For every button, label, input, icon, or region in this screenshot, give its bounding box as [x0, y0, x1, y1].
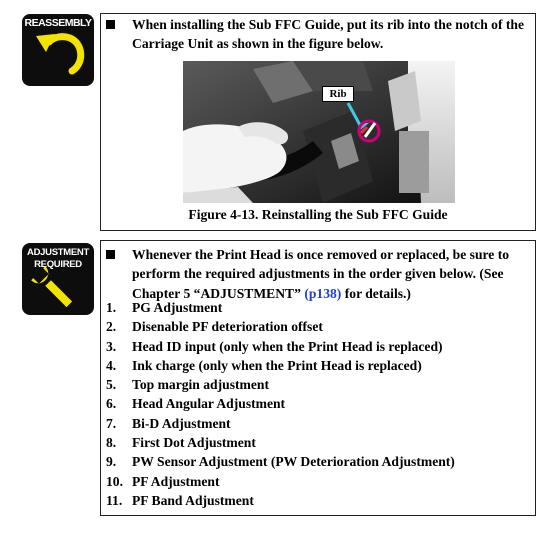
step-number: 8.: [106, 435, 117, 451]
step-text: PF Band Adjustment: [132, 492, 254, 508]
step-text: Head ID input (only when the Print Head …: [132, 338, 443, 354]
step-number: 9.: [106, 454, 117, 470]
adjustment-note: Whenever the Print Head is once removed …: [132, 245, 532, 303]
step-number: 6.: [106, 396, 117, 412]
reassembly-note-box: [100, 13, 536, 231]
step-text: PW Sensor Adjustment (PW Deterioration A…: [132, 454, 455, 470]
bullet: [106, 250, 115, 259]
reassembly-badge: REASSEMBLY: [22, 14, 94, 86]
step-number: 5.: [106, 377, 117, 393]
adjustment-required-badge: ADJUSTMENT REQUIRED: [22, 243, 94, 315]
step-number: 1.: [106, 300, 117, 315]
step-text: Disenable PF deterioration offset: [132, 319, 323, 335]
step-number: 2.: [106, 319, 117, 335]
step-text: Ink charge (only when the Print Head is …: [132, 357, 422, 373]
adjustment-note-box: [100, 240, 536, 516]
step-text: Bi-D Adjustment: [132, 415, 231, 431]
badge-line2: REQUIRED: [34, 259, 82, 270]
chapter-5-page-link[interactable]: (p138): [304, 285, 342, 301]
adjustment-note-text: Whenever the Print Head is once removed …: [132, 247, 510, 301]
reassembly-note: When installing the Sub FFC Guide, put i…: [132, 17, 525, 52]
reassembly-badge-label: REASSEMBLY: [24, 17, 92, 29]
sub-ffc-guide-photo: [183, 61, 455, 203]
rib-callout-label: Rib: [322, 86, 354, 102]
step-number: 10.: [106, 473, 123, 489]
step-number: 7.: [106, 415, 117, 431]
carriage-unit-illustration: [183, 61, 455, 203]
step-text: PG Adjustment: [132, 300, 223, 315]
badge-line1: ADJUSTMENT: [27, 247, 89, 258]
undo-arrow-icon: [36, 33, 85, 75]
step-number: 4.: [106, 357, 117, 373]
step-number: 11.: [106, 492, 123, 508]
adjustment-note-text-end: for details.): [341, 285, 411, 301]
figure-caption: Figure 4-13. Reinstalling the Sub FFC Gu…: [188, 207, 448, 222]
wrench-icon: [31, 266, 73, 308]
step-number: 3.: [106, 338, 117, 354]
step-text: First Dot Adjustment: [132, 435, 256, 451]
step-text: PF Adjustment: [132, 473, 220, 489]
step-text: Head Angular Adjustment: [132, 396, 286, 412]
bullet: [106, 20, 115, 29]
step-text: Top margin adjustment: [132, 377, 269, 393]
